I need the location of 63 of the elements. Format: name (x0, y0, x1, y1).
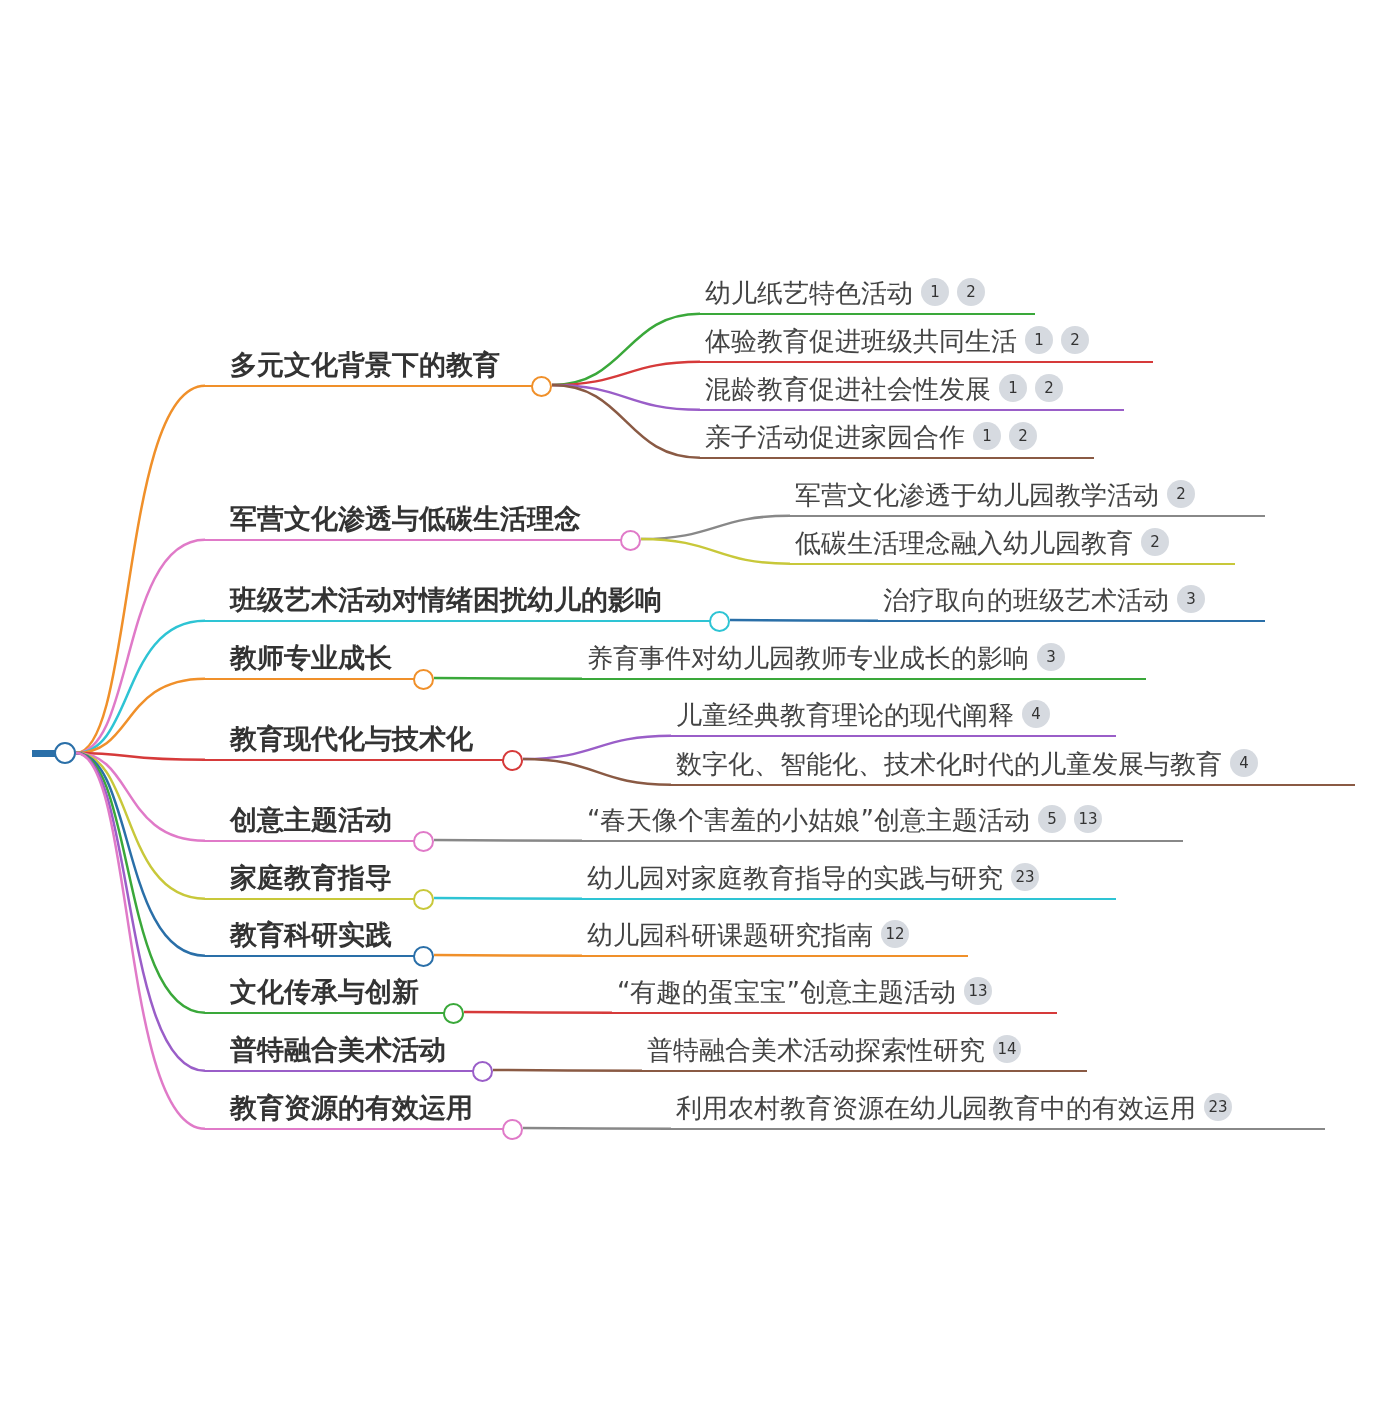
connector-line (730, 618, 878, 622)
root-circle (54, 742, 76, 764)
subtopic-label: 治疗取向的班级艺术活动 (883, 584, 1169, 616)
subtopic-label: 普特融合美术活动探索性研究 (647, 1034, 985, 1066)
subtopic-label: 养育事件对幼儿园教师专业成长的影响 (587, 642, 1029, 674)
citation-number: 12 (881, 920, 909, 948)
connector-line (434, 676, 582, 680)
connector-line (434, 838, 582, 842)
subtopic-label: 数字化、智能化、技术化时代的儿童发展与教育 (676, 748, 1222, 780)
citation-number: 2 (1009, 422, 1037, 450)
connector-line (75, 384, 206, 755)
topic-label: 班级艺术活动对情绪困扰幼儿的影响 (230, 583, 662, 616)
topic-label: 普特融合美术活动 (230, 1033, 446, 1066)
connector-line (551, 383, 701, 459)
citation-number: 14 (993, 1035, 1021, 1063)
topic-label: 教育现代化与技术化 (230, 722, 473, 755)
topic-label: 创意主题活动 (230, 803, 392, 836)
connector-line (522, 757, 672, 786)
citation-number: 23 (1011, 863, 1039, 891)
citation-number: 2 (1061, 326, 1089, 354)
subtopic-label: 混龄教育促进社会性发展 (705, 373, 991, 405)
topic-label: 军营文化渗透与低碳生活理念 (230, 502, 581, 535)
subtopic-label: 低碳生活理念融入幼儿园教育 (795, 527, 1133, 559)
citation-number: 2 (1035, 374, 1063, 402)
citation-number: 3 (1037, 643, 1065, 671)
connector-line (493, 1068, 642, 1072)
subtopic-label: 幼儿纸艺特色活动 (705, 277, 913, 309)
connector-line (434, 896, 582, 900)
subtopic-label: “有趣的蛋宝宝”创意主题活动 (617, 976, 956, 1008)
subtopic-label: 幼儿园对家庭教育指导的实践与研究 (587, 862, 1003, 894)
subtopic-label: “春天像个害羞的小姑娘”创意主题活动 (587, 804, 1030, 836)
topic-label: 多元文化背景下的教育 (230, 348, 500, 381)
topic-label: 家庭教育指导 (230, 861, 392, 894)
citation-number: 4 (1022, 700, 1050, 728)
subtopic-label: 亲子活动促进家园合作 (705, 421, 965, 453)
topic-label: 教师专业成长 (230, 641, 392, 674)
citation-number: 13 (1073, 805, 1102, 833)
subtopic-label: 体验教育促进班级共同生活 (705, 325, 1017, 357)
citation-number: 1 (1025, 326, 1053, 354)
connector-line (464, 1010, 612, 1014)
citation-number: 1 (973, 422, 1001, 450)
subtopic-label: 军营文化渗透于幼儿园教学活动 (795, 479, 1159, 511)
connector-line (640, 537, 791, 565)
citation-number: 2 (1141, 528, 1169, 556)
citation-number: 13 (963, 977, 992, 1005)
citation-number: 4 (1230, 749, 1258, 777)
connector-line (523, 1126, 671, 1130)
topic-label: 教育科研实践 (230, 918, 392, 951)
connector-line (75, 538, 206, 755)
citation-number: 2 (957, 278, 985, 306)
citation-number: 3 (1177, 585, 1205, 613)
subtopic-label: 幼儿园科研课题研究指南 (587, 919, 873, 951)
topic-label: 文化传承与创新 (230, 975, 419, 1008)
connector-line (434, 953, 582, 957)
subtopic-label: 儿童经典教育理论的现代阐释 (676, 699, 1014, 731)
citation-number: 1 (999, 374, 1027, 402)
citation-number: 2 (1167, 480, 1195, 508)
citation-number: 23 (1204, 1093, 1232, 1121)
subtopic-label: 利用农村教育资源在幼儿园教育中的有效运用 (676, 1092, 1196, 1124)
citation-number: 1 (921, 278, 949, 306)
connector-line (75, 751, 206, 1130)
citation-number: 5 (1037, 805, 1066, 833)
topic-label: 教育资源的有效运用 (230, 1091, 473, 1124)
